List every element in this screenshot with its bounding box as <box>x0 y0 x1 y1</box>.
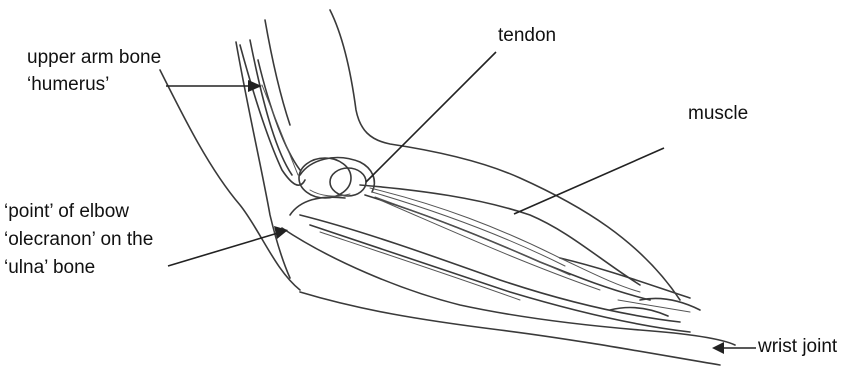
elbow-label-line2: ‘olecranon’ on the <box>4 228 153 252</box>
humerus-arrowhead <box>248 80 262 92</box>
muscle-label: muscle <box>688 102 748 126</box>
humerus-label-line2: ‘humerus’ <box>27 73 109 97</box>
arm-outline <box>160 10 735 365</box>
forearm-bones-sketch <box>300 215 690 332</box>
elbow-leader-line <box>168 233 278 266</box>
tendon-label: tendon <box>498 24 556 48</box>
forearm-muscle-sketch <box>360 185 650 300</box>
elbow-label-line1: ‘point’ of elbow <box>4 200 129 224</box>
muscle-leader-line <box>514 148 664 214</box>
wrist-arrowhead <box>712 342 724 354</box>
humerus-label-line1: upper arm bone <box>27 46 161 70</box>
wrist-label: wrist joint <box>758 335 837 359</box>
elbow-label-line3: ‘ulna’ bone <box>4 256 95 280</box>
elbow-joint-sketch <box>290 158 374 215</box>
